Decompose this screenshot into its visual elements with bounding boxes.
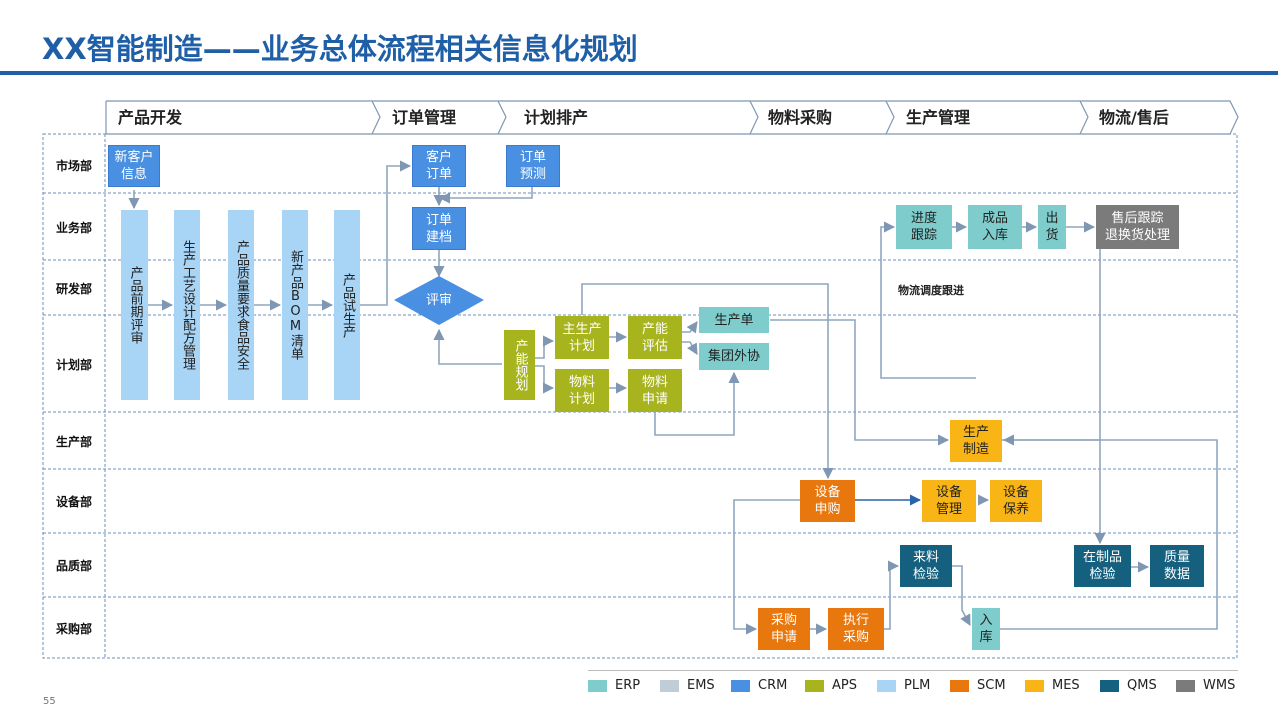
legend-label: WMS [1203,678,1236,693]
legend-item-qms: QMS [1100,678,1157,693]
box-purchase-request: 采购 申请 [758,608,810,650]
phase-bar: 产品开发 订单管理 计划排产 物料采购 生产管理 物流/售后 [106,101,1238,134]
page-title: XX智能制造——业务总体流程相关信息化规划 [42,32,638,66]
box-progress-tracking: 进度 跟踪 [896,205,952,249]
phase-product-dev: 产品开发 [118,108,183,127]
box-capacity-planning: 产能规划 [504,330,535,400]
box-capacity-eval: 产能 评估 [628,316,682,359]
legend-item-plm: PLM [877,678,930,693]
note-logistics-dispatch: 物流调度跟进 [898,284,964,297]
page-number: 55 [43,696,56,707]
legend-swatch [1025,679,1044,692]
legend-item-aps: APS [805,678,857,693]
legend-item-scm: SCM [950,678,1006,693]
box-equipment-mgmt: 设备 管理 [922,480,976,522]
box-process-design: 生产工艺设计配方管理 [174,210,200,400]
legend-swatch [950,679,969,692]
box-finished-storage: 成品 入库 [968,205,1022,249]
phase-order-mgmt: 订单管理 [392,108,457,127]
box-after-sales: 售后跟踪 退换货处理 [1096,205,1179,249]
box-material-plan: 物料 计划 [555,369,609,412]
legend-label: CRM [758,678,788,693]
phase-production-mgmt: 生产管理 [906,108,971,127]
review-diamond [394,276,484,325]
dept-marketing: 市场部 [55,159,92,173]
dept-purchasing: 采购部 [55,622,92,636]
legend-item-erp: ERP [588,678,640,693]
box-incoming-inspection: 来料 检验 [900,545,952,587]
box-manufacturing: 生产 制造 [950,420,1002,462]
legend-label: APS [832,678,857,693]
box-quality-data: 质量 数据 [1150,545,1204,587]
legend-item-ems: EMS [660,678,715,693]
legend-item-crm: CRM [731,678,787,693]
legend-swatch [1100,679,1119,692]
dept-rnd: 研发部 [55,282,92,296]
box-wip-inspection: 在制品 检验 [1074,545,1131,587]
legend-item-mes: MES [1025,678,1080,693]
legend-swatch [660,679,679,692]
box-production-order: 生产单 [699,307,769,333]
box-material-request: 物料 申请 [628,369,682,412]
title-underline [0,71,1278,75]
dept-business: 业务部 [55,221,92,235]
phase-material-purchase: 物料采购 [768,108,833,127]
box-customer-order: 客户 订单 [412,145,466,187]
system-legend: ERP EMS CRM APS PLM SCM MES QMS WMS [588,670,1238,701]
box-product-pre-review: 产品前期评审 [121,210,148,400]
legend-label: QMS [1127,678,1157,693]
phase-logistics: 物流/售后 [1099,108,1169,127]
box-order-forecast: 订单 预测 [506,145,560,187]
box-master-plan: 主生产 计划 [555,316,609,359]
legend-swatch [731,679,750,692]
box-group-outsource: 集团外协 [699,343,769,370]
legend-label: ERP [615,678,641,693]
legend-item-wms: WMS [1176,678,1235,693]
box-shipping: 出 货 [1038,205,1066,249]
box-equipment-request: 设备 申购 [800,480,855,522]
box-order-filing: 订单 建档 [412,207,466,250]
dept-quality: 品质部 [55,559,92,573]
legend-label: EMS [687,678,715,693]
dept-planning: 计划部 [55,358,92,372]
label-review: 评审 [425,292,452,308]
box-equipment-maint: 设备 保养 [990,480,1042,522]
legend-swatch [1176,679,1195,692]
legend-swatch [877,679,896,692]
box-trial-production: 产品试生产 [334,210,360,400]
box-new-bom: 新产品BOM清单 [282,210,308,400]
phase-scheduling: 计划排产 [524,108,589,127]
legend-swatch [805,679,824,692]
box-warehousing: 入 库 [972,608,1000,650]
dept-equipment: 设备部 [55,495,92,509]
legend-label: SCM [977,678,1006,693]
box-new-customer-info: 新客户 信息 [108,145,160,187]
legend-label: MES [1052,678,1080,693]
legend-label: PLM [904,678,931,693]
legend-swatch [588,679,607,692]
dept-production: 生产部 [55,435,92,449]
box-quality-safety: 产品质量要求食品安全 [228,210,254,400]
box-execute-purchase: 执行 采购 [828,608,884,650]
